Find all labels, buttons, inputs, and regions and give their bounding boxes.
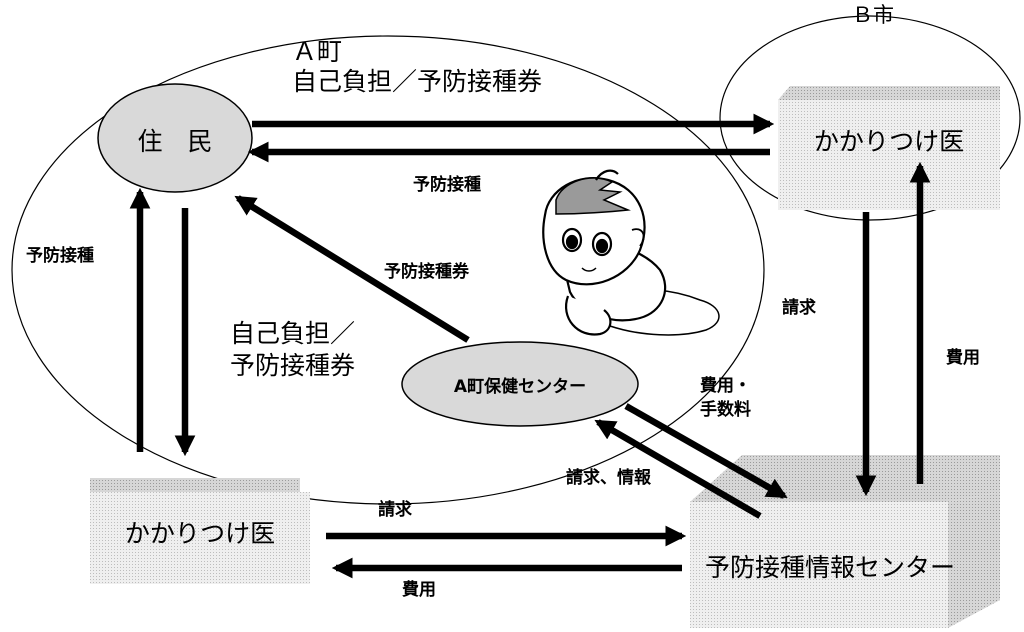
residents-label: 住 民 [137,127,213,156]
info-center-label: 予防接種情報センター [704,553,955,582]
health-center-node-shape [401,341,639,427]
cost-fee-label-2: 手数料 [700,400,751,420]
residents-node-shape [97,83,253,193]
self-pay-voucher-label-top: 自己負担／予防接種券 [292,67,543,96]
arrows [129,113,931,579]
cost-fee-label-1: 費用・ [700,376,751,396]
baby-illustration [542,169,720,336]
town-a-boundary [11,35,765,505]
doctor-b-label: かかりつけ医 [813,127,965,156]
health-center-label: A町保健センター [453,377,587,397]
town-a-title: Ａ町 [292,37,343,66]
arrow-center-to-info [624,403,788,499]
self-pay-label-left-2: 予防接種券 [230,351,356,380]
arrow-center-to-residents [234,195,470,343]
voucher-label: 予防接種券 [384,262,469,282]
vaccination-label-top: 予防接種 [413,175,481,195]
doctor-a-label: かかりつけ医 [124,519,276,548]
arrow-info-to-center [594,419,762,519]
cost-label-bottom: 費用 [402,580,436,600]
cost-label-right: 費用 [946,348,980,368]
self-pay-label-left-1: 自己負担／ [230,319,356,348]
doctor-b-box [778,86,1000,210]
doctor-a-box [90,478,310,584]
city-b-title: Ｂ市 [852,3,894,27]
city-b-boundary [719,15,1021,221]
claim-info-label: 請求、情報 [566,468,651,488]
claim-label-bottom: 請求 [378,500,412,520]
info-center-box [690,455,1000,628]
vaccination-label-left: 予防接種 [26,246,94,266]
claim-label-right: 請求 [782,298,816,318]
